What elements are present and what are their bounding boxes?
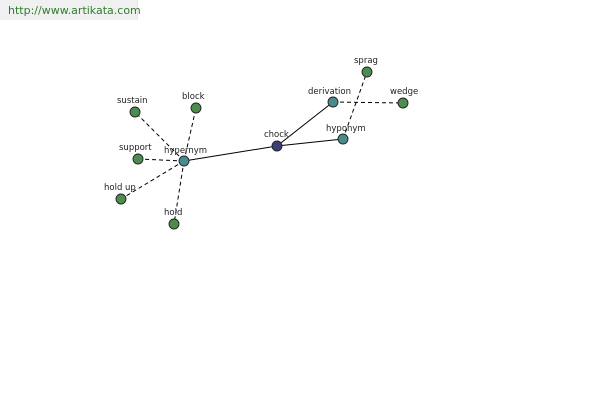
node-hold[interactable]: hold xyxy=(164,208,182,230)
edge-hypernym-sustain xyxy=(134,111,185,162)
node-wedge[interactable]: wedge xyxy=(390,87,418,109)
node-label-hold-up[interactable]: hold up xyxy=(104,183,136,193)
node-label-sustain[interactable]: sustain xyxy=(117,96,148,106)
node-dot-hold-up[interactable] xyxy=(115,193,127,205)
node-chock[interactable]: chock xyxy=(264,130,289,152)
node-dot-hold[interactable] xyxy=(168,218,180,230)
node-hyponym[interactable]: hyponym xyxy=(326,124,366,145)
edge-derivation-wedge xyxy=(332,101,404,104)
node-support[interactable]: support xyxy=(119,143,152,165)
graph-edges xyxy=(120,71,404,225)
node-label-block[interactable]: block xyxy=(182,92,205,102)
node-hold-up[interactable]: hold up xyxy=(104,183,136,205)
node-label-sprag[interactable]: sprag xyxy=(354,56,378,66)
node-dot-sprag[interactable] xyxy=(361,66,373,78)
node-label-hypernym[interactable]: hypernym xyxy=(164,146,207,156)
node-label-hold[interactable]: hold xyxy=(164,208,182,218)
node-sustain[interactable]: sustain xyxy=(117,96,148,118)
edge-hypernym-block xyxy=(183,107,197,162)
node-block[interactable]: block xyxy=(182,92,205,114)
node-label-hyponym[interactable]: hyponym xyxy=(326,124,366,134)
node-dot-derivation[interactable] xyxy=(327,96,339,108)
node-dot-sustain[interactable] xyxy=(129,106,141,118)
node-label-chock[interactable]: chock xyxy=(264,130,289,140)
node-sprag[interactable]: sprag xyxy=(354,56,378,78)
node-dot-block[interactable] xyxy=(190,102,202,114)
node-label-support[interactable]: support xyxy=(119,143,152,153)
node-label-derivation[interactable]: derivation xyxy=(308,87,351,97)
node-dot-hyponym[interactable] xyxy=(337,133,349,145)
edge-hypernym-hold-up xyxy=(120,160,185,200)
node-dot-chock[interactable] xyxy=(271,140,283,152)
edge-chock-derivation xyxy=(276,101,334,147)
node-dot-support[interactable] xyxy=(132,153,144,165)
node-dot-wedge[interactable] xyxy=(397,97,409,109)
node-dot-hypernym[interactable] xyxy=(178,155,190,167)
node-derivation[interactable]: derivation xyxy=(308,87,351,108)
edge-hypernym-support xyxy=(137,158,185,162)
node-hypernym[interactable]: hypernym xyxy=(164,146,207,167)
node-label-wedge[interactable]: wedge xyxy=(390,87,418,97)
edge-hyponym-sprag xyxy=(342,71,368,140)
edge-hypernym-hold xyxy=(173,160,185,225)
site-url-banner[interactable]: http://www.artikata.com xyxy=(0,0,141,20)
graph-nodes: chock hypernym derivation hyponym sustain blo… xyxy=(104,56,418,230)
edge-chock-hypernym xyxy=(183,145,278,162)
edge-chock-hyponym xyxy=(276,138,344,147)
